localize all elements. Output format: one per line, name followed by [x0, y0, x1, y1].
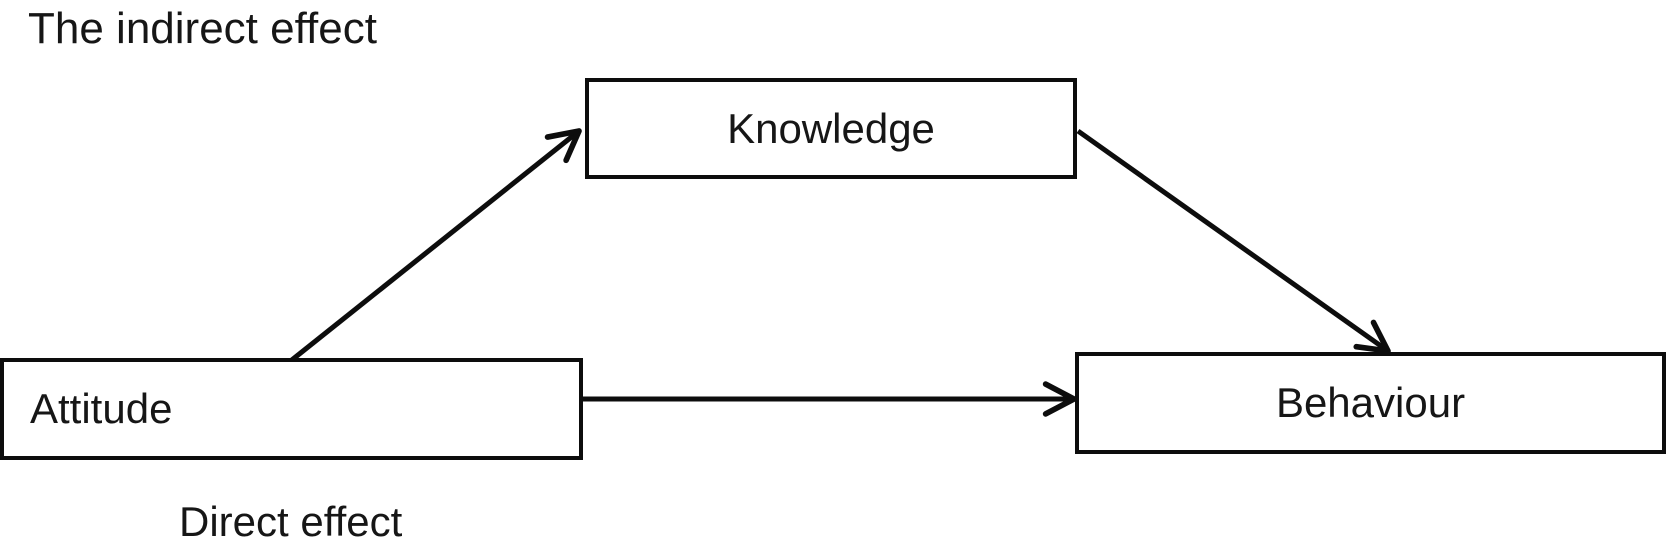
direct-effect-caption: Direct effect [179, 498, 403, 545]
node-attitude-label: Attitude [30, 385, 173, 432]
node-knowledge: Knowledge [585, 78, 1077, 179]
arrow-knowledge-to-behaviour [1076, 128, 1391, 354]
node-behaviour: Behaviour [1075, 352, 1666, 454]
arrow-attitude-to-knowledge [276, 128, 582, 373]
node-behaviour-label: Behaviour [1275, 379, 1466, 426]
node-attitude: Attitude [0, 358, 583, 460]
node-knowledge-label: Knowledge [727, 104, 935, 152]
diagram-title: The indirect effect [28, 4, 377, 53]
